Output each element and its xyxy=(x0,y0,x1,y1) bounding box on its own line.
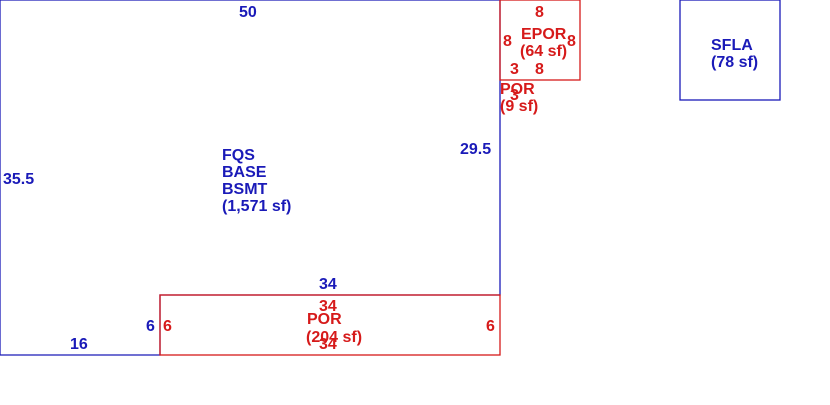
base-dim-bottom-left: 16 xyxy=(70,336,88,353)
base-dim-bottom-right: 34 xyxy=(319,276,337,293)
epor-area: (64 sf) xyxy=(520,43,567,60)
epor-outline xyxy=(499,0,581,81)
por-area: (204 sf) xyxy=(306,329,362,346)
epor-dim-right: 8 xyxy=(567,33,576,50)
base-area: (1,571 sf) xyxy=(222,198,291,215)
sfla-outline xyxy=(679,0,781,101)
por-dim-right: 6 xyxy=(486,318,495,335)
por-name: POR xyxy=(307,311,342,328)
por-outline xyxy=(159,294,501,356)
epor-dim-left: 8 xyxy=(503,33,512,50)
small-por-area: (9 sf) xyxy=(500,98,538,115)
por-dim-top: 34 xyxy=(319,298,337,315)
epor-dim-small: 3 xyxy=(510,61,519,78)
base-label-line-1: FQS xyxy=(222,147,255,164)
epor-dim-bottom: 8 xyxy=(535,61,544,78)
base-dim-notch: 6 xyxy=(146,318,155,335)
base-label-line-2: BASE xyxy=(222,164,267,181)
base-label-line-3: BSMT xyxy=(222,181,268,198)
epor-name: EPOR xyxy=(521,26,567,43)
epor-dim-top: 8 xyxy=(535,4,544,21)
small-por-name: POR xyxy=(500,81,535,98)
base-dim-top: 50 xyxy=(239,4,257,21)
small-por-dim: 3 xyxy=(510,87,519,104)
sfla-area: (78 sf) xyxy=(711,54,758,71)
por-dim-left: 6 xyxy=(163,318,172,335)
base-dim-right: 29.5 xyxy=(460,141,491,158)
por-dim-bottom: 34 xyxy=(319,336,337,353)
base-dim-left: 35.5 xyxy=(3,171,34,188)
sfla-name: SFLA xyxy=(711,37,753,54)
